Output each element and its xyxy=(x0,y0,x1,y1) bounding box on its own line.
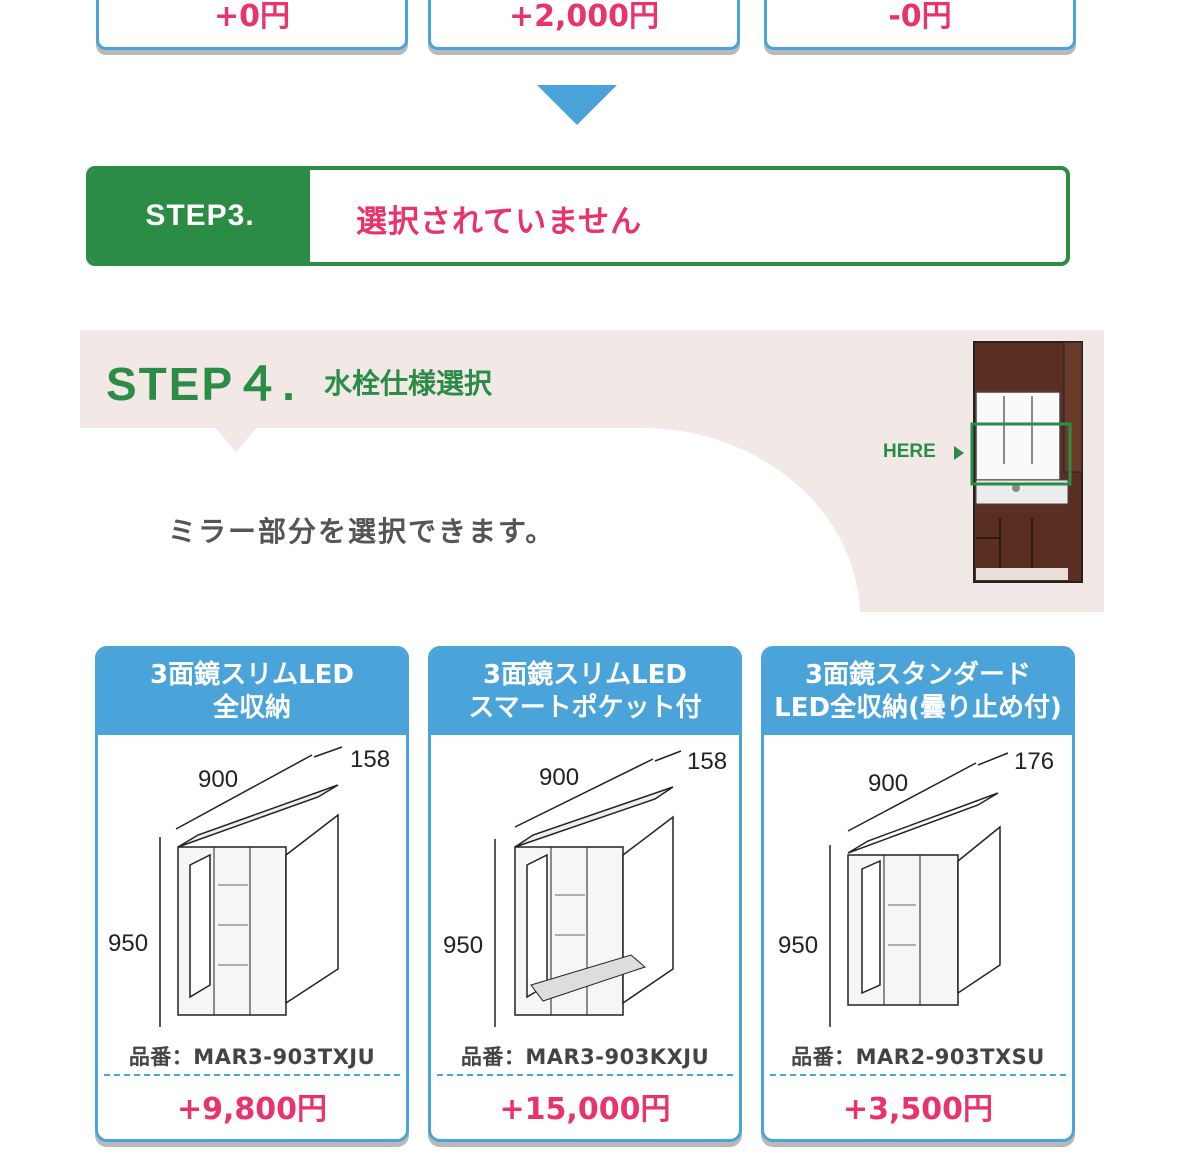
option-card-1[interactable]: +0円 xyxy=(96,0,408,50)
product-code: 品番：MAR2-903TXSU xyxy=(791,1045,1045,1069)
option-price: +0円 xyxy=(213,0,290,34)
svg-text:950: 950 xyxy=(443,932,483,959)
step4-description: ミラー部分を選択できます。 xyxy=(168,515,556,548)
mirror-option-card-1[interactable]: 3面鏡スリムLED 全収納 900 158 950 品番：MAR3-903TXJ… xyxy=(95,646,409,1142)
svg-text:950: 950 xyxy=(778,932,818,959)
card-title: 3面鏡スタンダード LED全収納(曇り止め付) xyxy=(764,649,1072,735)
card-title: 3面鏡スリムLED スマートポケット付 xyxy=(431,649,739,735)
step4-title: 水栓仕様選択 xyxy=(324,367,493,400)
svg-text:950: 950 xyxy=(108,930,148,957)
svg-text:900: 900 xyxy=(539,764,579,791)
product-price: +9,800円 xyxy=(176,1092,328,1127)
svg-text:900: 900 xyxy=(198,766,238,793)
mirror-option-card-2[interactable]: 3面鏡スリムLED スマートポケット付 900 158 950 品番：MAR3-… xyxy=(428,646,742,1142)
divider xyxy=(437,1074,733,1076)
down-arrow-icon xyxy=(537,85,617,125)
step3-status-bar: STEP3. 選択されていません xyxy=(86,166,1070,266)
option-card-2[interactable]: +2,000円 xyxy=(428,0,740,50)
option-price: +2,000円 xyxy=(508,0,660,34)
step4-header-background xyxy=(80,330,1104,612)
svg-text:176: 176 xyxy=(1014,748,1054,775)
divider xyxy=(104,1074,400,1076)
mirror-cabinet-diagram: 900 158 950 xyxy=(443,748,727,1027)
mirror-cabinet-diagram: 900 176 950 xyxy=(778,748,1054,1027)
product-code: 品番：MAR3-903TXJU xyxy=(128,1045,376,1069)
card-title: 3面鏡スリムLED 全収納 xyxy=(98,649,406,735)
vanity-cabinet-icon xyxy=(970,341,1083,583)
svg-text:158: 158 xyxy=(350,746,390,773)
here-label: HERE xyxy=(883,441,936,462)
product-code: 品番：MAR3-903KXJU xyxy=(460,1045,710,1069)
step4-label: STEP４. xyxy=(106,358,297,410)
product-price: +3,500円 xyxy=(842,1092,994,1127)
option-price: -0円 xyxy=(888,0,952,34)
step3-label: STEP3. xyxy=(90,170,310,262)
mirror-cabinet-diagram: 900 158 950 xyxy=(108,746,390,1027)
product-price: +15,000円 xyxy=(499,1092,671,1127)
here-arrow-icon xyxy=(954,446,964,460)
svg-text:158: 158 xyxy=(687,748,727,775)
speech-notch-icon xyxy=(214,426,258,452)
step3-selection-value: 選択されていません xyxy=(356,204,643,240)
option-card-3[interactable]: -0円 xyxy=(764,0,1076,50)
svg-text:900: 900 xyxy=(868,770,908,797)
divider xyxy=(770,1074,1066,1076)
mirror-option-card-3[interactable]: 3面鏡スタンダード LED全収納(曇り止め付) 900 176 950 品番：M… xyxy=(761,646,1075,1142)
